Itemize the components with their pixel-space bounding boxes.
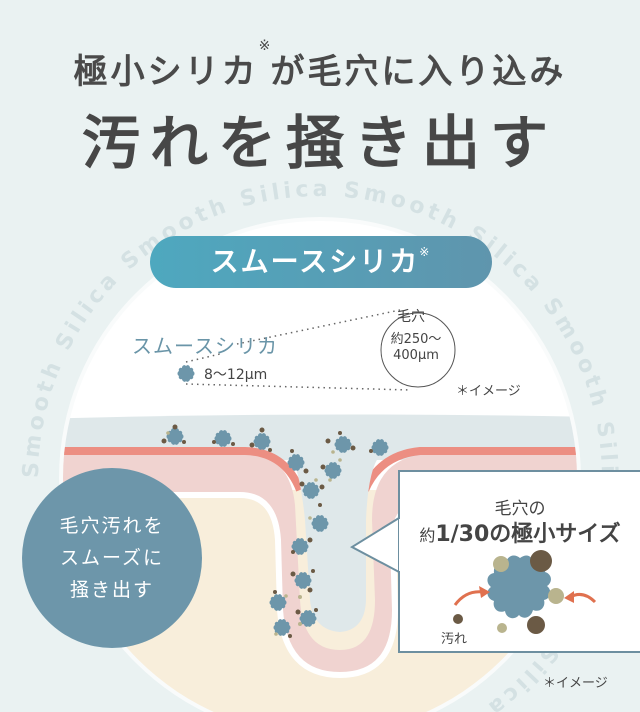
dirt-particle-icon	[527, 616, 545, 634]
silica-label: スムースシリカ	[132, 334, 278, 358]
callout-line1: 毛穴の	[494, 499, 546, 519]
silica-size: 8〜12μm	[204, 367, 268, 383]
silica-particles	[161, 424, 389, 638]
pore-size: 約250〜 400μm	[390, 332, 442, 363]
callout-line2: 約1/30の極小サイズ	[419, 522, 621, 547]
arrow-icon	[453, 590, 484, 606]
scale-diagram	[177, 309, 456, 391]
arrow-head-icon	[479, 586, 490, 598]
dirt-particle-icon	[497, 623, 507, 633]
dirt-particle-icon	[453, 614, 463, 624]
summary-badge: 毛穴汚れを スムーズに 掻き出す	[22, 468, 202, 648]
dirt-label: 汚れ	[441, 632, 468, 647]
headline-line1: 極小シリカ※が毛穴に入り込み	[73, 38, 567, 92]
dirt-particle-icon	[530, 550, 552, 572]
image-note-bottom: ＊イメージ	[543, 676, 608, 691]
dirt-particle-icon	[548, 588, 564, 604]
pore-label: 毛穴	[397, 309, 425, 325]
dirt-particle-icon	[493, 556, 509, 572]
headline-line2: 汚れを掻き出す	[81, 109, 558, 177]
image-note-top: ＊イメージ	[456, 384, 521, 399]
arrow-head-icon	[564, 591, 574, 603]
smooth-silica-pill: スムースシリカ※	[150, 236, 492, 288]
